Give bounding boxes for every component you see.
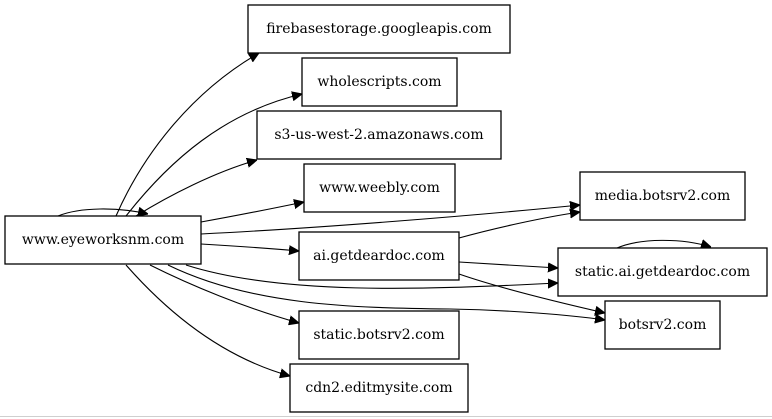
node-eyeworksnm: www.eyeworksnm.com: [4, 215, 202, 265]
node-botsrv2-label: botsrv2.com: [619, 317, 707, 333]
node-eyeworksnm-label: www.eyeworksnm.com: [22, 232, 184, 248]
node-getdeardoc: ai.getdeardoc.com: [298, 231, 460, 281]
node-media-botsrv2: media.botsrv2.com: [579, 171, 746, 221]
node-weebly: www.weebly.com: [303, 163, 456, 213]
node-static-botsrv2-label: static.botsrv2.com: [313, 327, 444, 343]
edge-eyeworksnm-to-s3: [135, 160, 257, 217]
edge-eyeworksnm-to-botsrv2: [167, 264, 605, 320]
edge-eyeworksnm-to-cdn2: [125, 264, 290, 376]
node-wholescripts-label: wholescripts.com: [317, 74, 441, 90]
edge-eyeworksnm-to-wholescripts: [125, 94, 302, 217]
bottom-divider: [0, 416, 772, 417]
edge-eyeworksnm-to-static-getdeardoc: [185, 264, 558, 289]
edge-eyeworksnm-to-static-botsrv2: [149, 264, 299, 323]
edge-eyeworksnm-self-loop: [57, 209, 148, 216]
node-getdeardoc-label: ai.getdeardoc.com: [313, 248, 445, 264]
node-botsrv2: botsrv2.com: [604, 300, 721, 350]
node-static-botsrv2: static.botsrv2.com: [298, 310, 460, 360]
edge-eyeworksnm-to-getdeardoc: [200, 243, 299, 251]
edge-eyeworksnm-to-firebase: [115, 53, 259, 217]
node-static-getdeardoc-label: static.ai.getdeardoc.com: [575, 264, 750, 280]
edge-getdeardoc-to-static-getdeardoc: [458, 261, 558, 268]
edge-static-getdeardoc-self-loop: [616, 240, 711, 248]
edge-eyeworksnm-to-weebly: [200, 202, 304, 223]
node-s3: s3-us-west-2.amazonaws.com: [256, 110, 502, 160]
node-firebase-label: firebasestorage.googleapis.com: [266, 21, 492, 37]
edges: [57, 53, 711, 376]
node-s3-label: s3-us-west-2.amazonaws.com: [274, 127, 483, 143]
node-weebly-label: www.weebly.com: [319, 180, 440, 196]
edge-eyeworksnm-to-media-botsrv2: [200, 205, 580, 235]
node-wholescripts: wholescripts.com: [301, 57, 458, 107]
edge-getdeardoc-to-botsrv2: [458, 273, 605, 313]
nodes: www.eyeworksnm.com firebasestorage.googl…: [4, 4, 768, 413]
node-cdn2-label: cdn2.editmysite.com: [305, 380, 452, 396]
node-media-botsrv2-label: media.botsrv2.com: [595, 188, 731, 204]
edge-getdeardoc-to-media-botsrv2: [458, 212, 580, 239]
node-firebase: firebasestorage.googleapis.com: [247, 4, 511, 54]
node-cdn2: cdn2.editmysite.com: [289, 363, 469, 413]
node-static-getdeardoc: static.ai.getdeardoc.com: [557, 247, 768, 297]
